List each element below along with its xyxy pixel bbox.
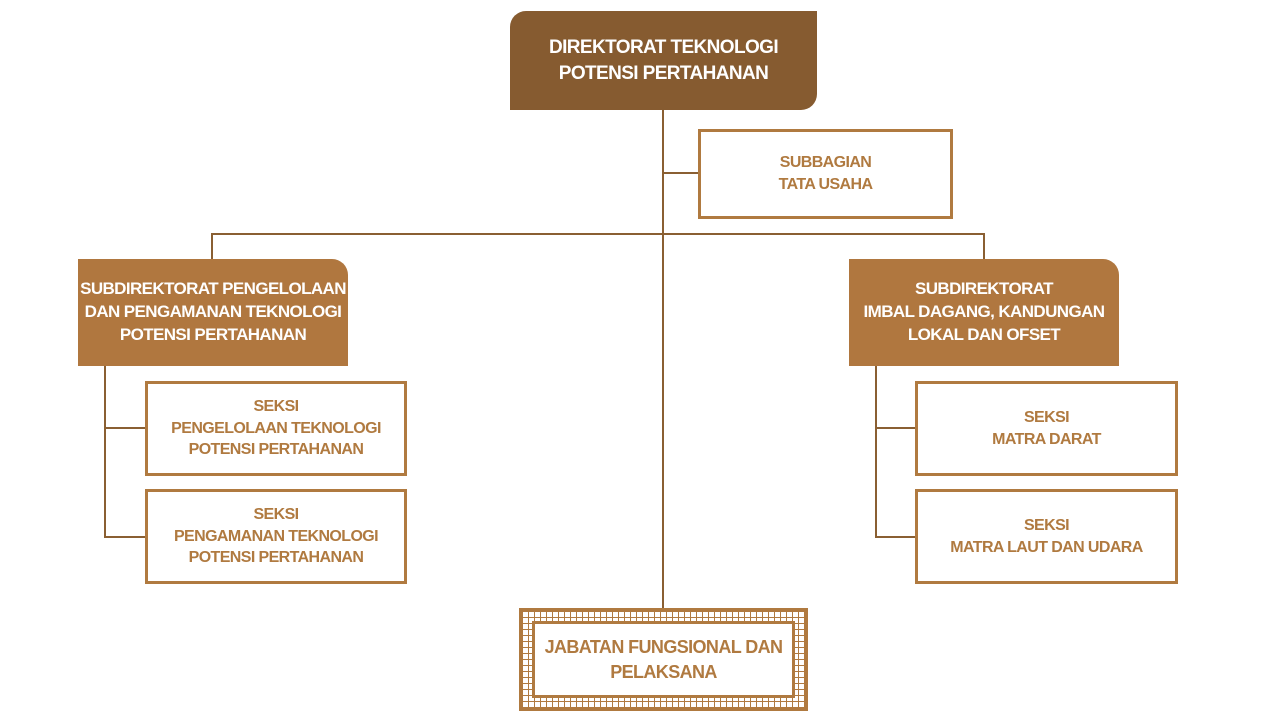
right-branch-1 bbox=[875, 427, 917, 429]
horizontal-connector bbox=[211, 233, 985, 235]
left-subdirectorate-box: SUBDIREKTORAT PENGELOLAAN DAN PENGAMANAN… bbox=[78, 259, 348, 366]
right-section-box-2: SEKSI MATRA LAUT DAN UDARA bbox=[915, 489, 1178, 584]
section-label: SEKSI PENGELOLAAN TEKNOLOGI POTENSI PERT… bbox=[171, 398, 381, 459]
right-subdirectorate-label: SUBDIREKTORAT IMBAL DAGANG, KANDUNGAN LO… bbox=[863, 279, 1105, 344]
subbagian-label: SUBBAGIAN TATA USAHA bbox=[778, 154, 873, 193]
right-section-box-1: SEKSI MATRA DARAT bbox=[915, 381, 1178, 476]
left-drop-connector bbox=[211, 233, 213, 260]
functional-label: JABATAN FUNGSIONAL DAN PELAKSANA bbox=[544, 637, 783, 682]
left-branch-2 bbox=[104, 536, 146, 538]
director-box: DIREKTORAT TEKNOLOGI POTENSI PERTAHANAN bbox=[510, 11, 817, 110]
section-label: SEKSI MATRA DARAT bbox=[992, 408, 1101, 448]
main-vertical-connector bbox=[662, 108, 664, 610]
subbagian-connector bbox=[662, 172, 699, 174]
left-branch-1 bbox=[104, 427, 146, 429]
left-section-box-1: SEKSI PENGELOLAAN TEKNOLOGI POTENSI PERT… bbox=[145, 381, 407, 476]
left-section-box-2: SEKSI PENGAMANAN TEKNOLOGI POTENSI PERTA… bbox=[145, 489, 407, 584]
functional-box: JABATAN FUNGSIONAL DAN PELAKSANA bbox=[532, 621, 795, 698]
subbagian-box: SUBBAGIAN TATA USAHA bbox=[698, 129, 953, 219]
right-branch-2 bbox=[875, 536, 917, 538]
right-subdirectorate-box: SUBDIREKTORAT IMBAL DAGANG, KANDUNGAN LO… bbox=[849, 259, 1119, 366]
left-section-connector bbox=[104, 365, 106, 538]
director-label: DIREKTORAT TEKNOLOGI POTENSI PERTAHANAN bbox=[548, 36, 779, 84]
right-drop-connector bbox=[983, 233, 985, 260]
right-section-connector bbox=[875, 365, 877, 538]
section-label: SEKSI PENGAMANAN TEKNOLOGI POTENSI PERTA… bbox=[173, 506, 379, 567]
left-subdirectorate-label: SUBDIREKTORAT PENGELOLAAN DAN PENGAMANAN… bbox=[80, 279, 346, 344]
section-label: SEKSI MATRA LAUT DAN UDARA bbox=[950, 516, 1143, 556]
